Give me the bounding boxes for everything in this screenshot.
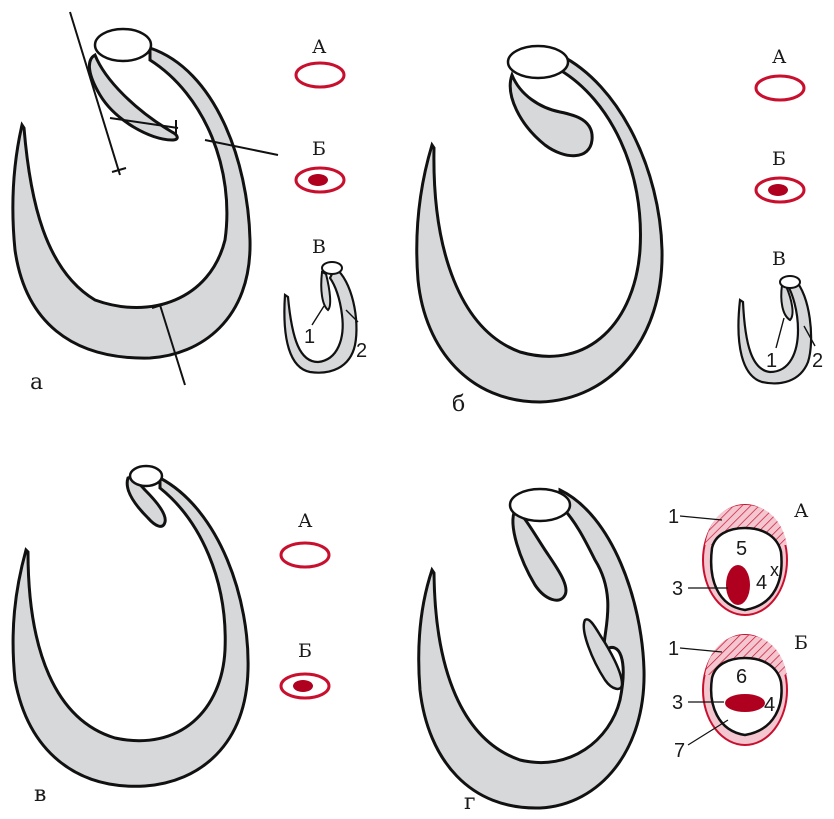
- panel-d-A-number-4: 4: [756, 572, 767, 595]
- panel-a-section-B-lumen: [308, 174, 328, 186]
- panel-d-B-number-6: 6: [736, 666, 747, 689]
- panel-c-section-B-label: Б: [298, 640, 312, 662]
- panel-a-opening: [95, 29, 151, 61]
- panel-d-B-number-7: 7: [674, 740, 685, 763]
- panel-c-section-B-lumen: [293, 680, 313, 692]
- panel-d-inner-tube-upper: [513, 510, 566, 600]
- panel-d-section-B-label: Б: [794, 632, 808, 654]
- panel-a-mini-opening: [322, 262, 342, 274]
- panel-a-label: а: [30, 370, 43, 395]
- panel-c-label: в: [34, 782, 46, 807]
- panel-a-outer-wall: [13, 48, 250, 358]
- panel-a-cross-sections: [284, 63, 358, 373]
- panel-d-opening: [510, 489, 570, 521]
- panel-d-B-number-1: 1: [668, 638, 679, 661]
- panel-c-cross-sections: [281, 543, 329, 698]
- panel-b-mini-opening: [780, 276, 800, 288]
- panel-b-opening: [508, 46, 568, 78]
- panel-b-section-V-label: В: [772, 248, 786, 270]
- panel-d-section-A-blood: [726, 565, 750, 605]
- panel-b-number-2: 2: [812, 350, 823, 373]
- panel-c-section-A: [281, 543, 329, 567]
- panel-d-A-number-1: 1: [668, 506, 679, 529]
- panel-a-number-2: 2: [356, 340, 367, 363]
- panel-a-section-A-label: А: [312, 36, 326, 58]
- panel-d-A-number-3: 3: [672, 578, 683, 601]
- panel-c-section-A-label: А: [298, 510, 312, 532]
- panel-b-section-A: [756, 76, 804, 100]
- panel-b-cross-sections: [738, 76, 815, 383]
- panel-d-A-mark-x: x: [770, 560, 779, 581]
- panel-d-section-A-label: А: [794, 500, 808, 522]
- panel-b-heart-loop: [417, 46, 662, 402]
- panel-d-label: г: [464, 790, 476, 815]
- panel-b-number-1: 1: [766, 350, 777, 373]
- panel-a-section-B-label: Б: [312, 138, 326, 160]
- panel-b-label: б: [452, 392, 465, 417]
- panel-a-section-V-label: В: [312, 236, 326, 258]
- panel-c-heart-loop: [13, 466, 248, 786]
- panel-b-section-B-label: Б: [772, 148, 786, 170]
- panel-d-section-B-blood: [725, 694, 765, 712]
- panel-a-number-1: 1: [304, 326, 315, 349]
- panel-d-B-number-4: 4: [764, 694, 775, 717]
- panel-c-opening: [130, 466, 162, 486]
- panel-b-inner-tube: [510, 75, 592, 156]
- panel-d-B-number-3: 3: [672, 692, 683, 715]
- panel-a-mini-tube: [321, 272, 330, 310]
- panel-d-section-B: [680, 635, 787, 745]
- panel-d-heart-loop: [419, 489, 644, 808]
- panel-c-outer-wall: [13, 478, 248, 786]
- panel-b-section-B-lumen: [768, 184, 788, 196]
- panel-d-A-number-5: 5: [736, 538, 747, 561]
- panel-b-section-A-label: А: [772, 46, 786, 68]
- panel-a-section-A: [296, 63, 344, 87]
- panel-a-heart-loop: [13, 12, 278, 385]
